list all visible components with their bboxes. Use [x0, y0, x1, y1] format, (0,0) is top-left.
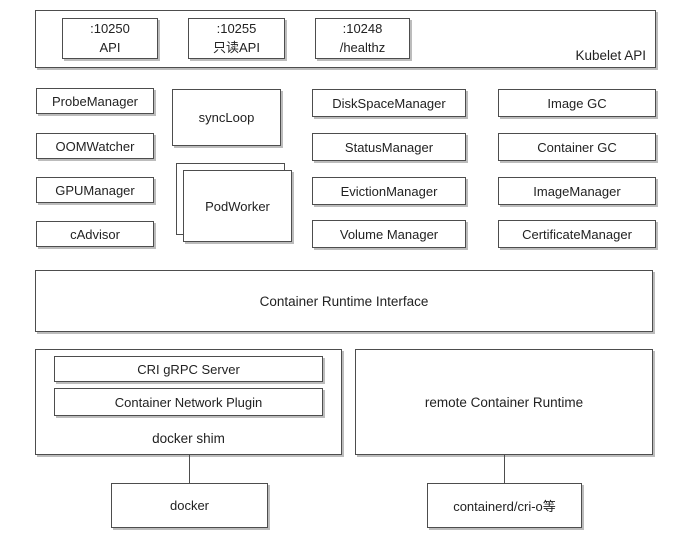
- port-10248-number: :10248: [342, 21, 383, 37]
- port-10248-box: :10248 /healthz: [315, 18, 410, 59]
- containerd-box: containerd/cri-o等: [427, 483, 582, 528]
- container-gc-box: Container GC: [498, 133, 656, 161]
- port-10255-box: :10255 只读API: [188, 18, 285, 59]
- container-network-plugin-box: Container Network Plugin: [54, 388, 323, 416]
- podworker-box: PodWorker: [183, 170, 292, 242]
- syncloop-box: syncLoop: [172, 89, 281, 146]
- probe-manager-box: ProbeManager: [36, 88, 154, 114]
- port-10250-number: :10250: [90, 21, 130, 37]
- docker-box: docker: [111, 483, 268, 528]
- kubelet-api-label: Kubelet API: [575, 48, 646, 63]
- cri-grpc-server-box: CRI gRPC Server: [54, 356, 323, 382]
- port-10250-label: API: [99, 39, 121, 55]
- certificate-manager-box: CertificateManager: [498, 220, 656, 248]
- remote-container-runtime-box: remote Container Runtime: [355, 349, 653, 455]
- docker-shim-label: docker shim: [152, 431, 225, 446]
- port-10255-number: :10255: [216, 21, 257, 37]
- volume-manager-box: Volume Manager: [312, 220, 466, 248]
- cri-box: Container Runtime Interface: [35, 270, 653, 332]
- gpu-manager-box: GPUManager: [36, 177, 154, 203]
- connector-remote-runtime-to-containerd: [504, 455, 505, 483]
- connector-docker-shim-to-docker: [189, 455, 190, 483]
- port-10250-box: :10250 API: [62, 18, 158, 59]
- port-10255-label: 只读API: [213, 39, 260, 55]
- port-10248-label: /healthz: [339, 39, 386, 55]
- diskspace-manager-box: DiskSpaceManager: [312, 89, 466, 117]
- image-manager-box: ImageManager: [498, 177, 656, 205]
- image-gc-box: Image GC: [498, 89, 656, 117]
- oom-watcher-box: OOMWatcher: [36, 133, 154, 159]
- cadvisor-box: cAdvisor: [36, 221, 154, 247]
- status-manager-box: StatusManager: [312, 133, 466, 161]
- eviction-manager-box: EvictionManager: [312, 177, 466, 205]
